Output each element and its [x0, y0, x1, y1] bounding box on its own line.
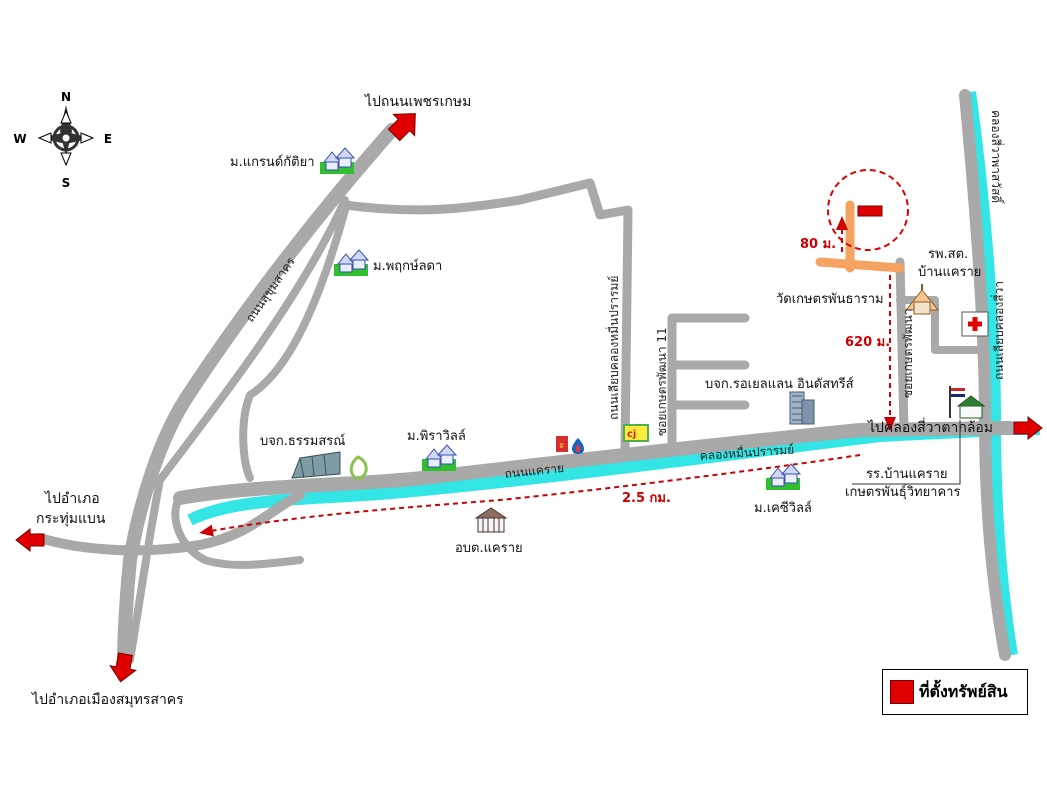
- house-icon: [320, 147, 356, 174]
- gas-station-logo-icon: [349, 455, 368, 481]
- house-icon: [766, 463, 802, 490]
- label-to-khlong-si-wa: ไปคลองสี่วาตากล้อม: [867, 418, 993, 436]
- label-hospital-2: บ้านแคราย: [918, 265, 981, 280]
- label-to-krathum-baen-1: ไปอำเภอ: [44, 490, 100, 507]
- distance-lines: [199, 216, 896, 537]
- arrow-krathum-baen: [15, 527, 45, 553]
- label-phira-ville: ม.พิราวิลล์: [407, 428, 466, 444]
- access-path: [815, 200, 905, 273]
- compass-east: E: [104, 132, 112, 146]
- hospital-icon: [961, 311, 989, 337]
- arrow-samut-sakhon: [109, 652, 138, 683]
- distance-2-5km: 2.5 กม.: [622, 491, 671, 506]
- road-label-khlong-si-wa-road: ถนนเลียบคลองสี่วา: [990, 281, 1006, 380]
- label-phruk-lada: ม.พฤกษ์ลดา: [373, 258, 442, 274]
- label-to-samut-sakhon: ไปอำเภอเมืองสมุทรสาคร: [31, 691, 184, 708]
- government-office-icon: [474, 507, 508, 533]
- label-school-1: รร.บ้านแคราย: [866, 467, 948, 482]
- compass-west: W: [13, 132, 26, 146]
- compass-rose: N S W E: [13, 90, 112, 190]
- property-marker: [827, 169, 909, 251]
- arrow-phet-kasem: [387, 113, 416, 142]
- label-to-krathum-baen-2: กระทุ่มแบน: [36, 511, 106, 527]
- label-obt: อบต.แคราย: [455, 541, 523, 556]
- distance-620m: 620 ม.: [845, 335, 890, 350]
- compass-south: S: [62, 176, 71, 190]
- road-label-sukhonthasawat: ถนนสุขุมสาคร: [243, 254, 299, 325]
- road-label-khlong-muen: ถนนเลียบคลองหมื่นปรารมย์: [605, 276, 621, 420]
- label-kc-ville: ม.เคซีวิลล์: [754, 500, 812, 516]
- label-to-phet-kasem: ไปถนนเพชรเกษม: [364, 93, 471, 110]
- school-flag-icon: [949, 386, 986, 419]
- cj-store-icon: cj: [623, 424, 649, 442]
- canal-label-khlong-si-wa: คลองสี่วาพาสวัสดิ์: [989, 110, 1005, 205]
- label-thammasan: บจก.ธรรมสรณ์: [260, 433, 345, 449]
- road-label-soi-kaset-11: ซอยเกษตรพัฒนา 11: [655, 327, 669, 436]
- road-network: [35, 89, 1017, 669]
- road-label-soi-kaset: ซอยเกษตรพัฒนา: [901, 308, 915, 398]
- house-icon: [422, 444, 458, 471]
- legend: ที่ตั้งทรัพย์สิน: [882, 669, 1028, 715]
- house-icon: [334, 249, 370, 276]
- property-swatch: [890, 680, 914, 704]
- svg-text:cj: cj: [627, 429, 636, 440]
- office-building-icon: [789, 391, 815, 425]
- canal-khlong-si-wa: [964, 91, 1018, 656]
- arrow-khlong-si-wa: [1013, 415, 1043, 441]
- distance-80m: 80 ม.: [800, 237, 836, 252]
- label-grand-kathiya: ม.แกรนด์กัติยา: [230, 154, 315, 170]
- label-hospital-1: รพ.สต.: [928, 247, 968, 262]
- svg-text:ะ: ะ: [559, 440, 564, 451]
- label-royal-land: บจก.รอเยลแลน อินดัสทรีส์: [705, 376, 854, 392]
- label-school-2: เกษตรพันธุ์วิทยาคาร: [845, 484, 960, 500]
- gas-station-icon: ะ: [556, 436, 584, 454]
- temple-icon: [904, 284, 940, 315]
- label-kaset-pantharam: วัดเกษตรพันธาราม: [776, 292, 884, 307]
- road-label-khae-rai: ถนนแคราย: [504, 461, 565, 481]
- compass-north: N: [61, 90, 71, 104]
- legend-label: ที่ตั้งทรัพย์สิน: [919, 682, 1008, 701]
- factory-icon: [291, 451, 341, 479]
